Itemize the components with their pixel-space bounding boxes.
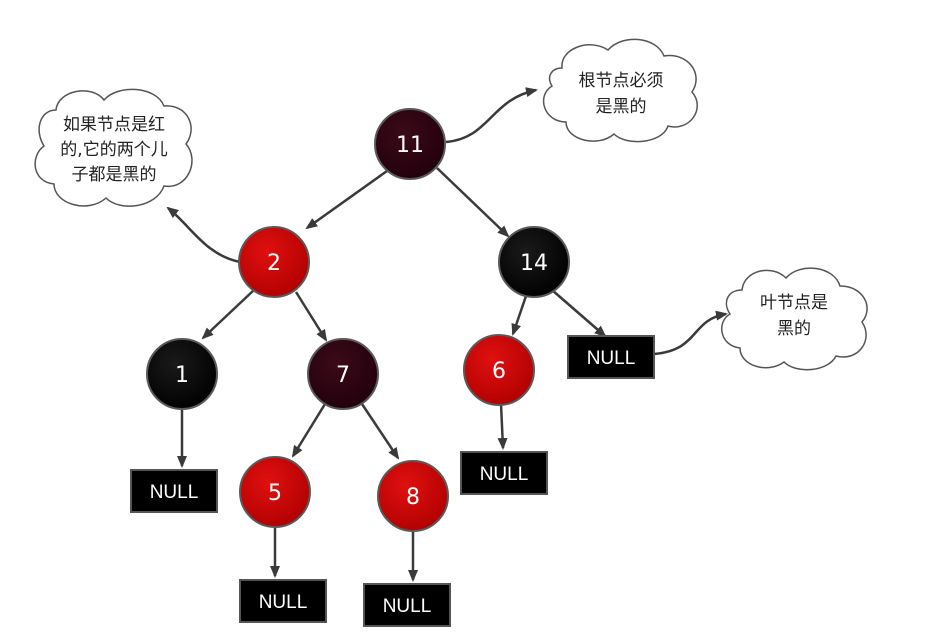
curve-leaf-cloud [653, 310, 728, 356]
node-14-label: 14 [520, 251, 548, 276]
node-1: 1 [146, 338, 218, 410]
null-box-under-6: NULL [460, 451, 548, 495]
cloud-leaf-rule: 叶节点是 黑的 [720, 267, 868, 371]
node-6: 6 [463, 334, 535, 406]
cloud-shape [720, 267, 868, 371]
node-1-label: 1 [175, 363, 189, 388]
cloud-shape [34, 88, 193, 207]
node-5: 5 [239, 456, 311, 528]
null-box-under-1: NULL [130, 469, 218, 513]
edge-7-8 [360, 403, 400, 460]
null-leaves: NULL NULL NULL NULL NULL [130, 335, 655, 627]
node-8: 8 [377, 460, 449, 532]
node-2-label: 2 [267, 251, 281, 276]
node-7-label: 7 [336, 363, 350, 388]
null-box-under-8: NULL [363, 583, 451, 627]
tree-nodes: 11 2 14 1 7 6 5 8 [146, 108, 570, 532]
null-label: NULL [259, 592, 308, 613]
cloud-root-rule: 根节点必须 是黑的 [542, 38, 698, 143]
node-11: 11 [374, 108, 446, 180]
cloud-root-line-2: 是黑的 [596, 97, 647, 117]
annotation-curves [166, 87, 728, 356]
cloud-shape [542, 38, 698, 143]
tree-edges [177, 167, 607, 582]
curve-root-cloud [445, 87, 538, 144]
node-11-label: 11 [396, 133, 424, 158]
edge-11-2 [305, 169, 388, 230]
cloud-leaf-line-1: 叶节点是 [760, 293, 828, 313]
cloud-root-line-1: 根节点必须 [579, 71, 664, 91]
cloud-red-line-1: 如果节点是红 [63, 115, 165, 135]
curve-red-cloud [166, 206, 241, 264]
edge-2-1 [201, 289, 255, 340]
null-label: NULL [150, 482, 199, 503]
null-box-under-14: NULL [567, 335, 655, 379]
cloud-red-line-3: 子都是黑的 [72, 165, 157, 185]
edge-14-null [551, 289, 607, 338]
null-label: NULL [383, 596, 432, 617]
node-8-label: 8 [406, 485, 420, 510]
edge-6-null [497, 403, 508, 450]
node-5-label: 5 [268, 481, 282, 506]
cloud-red-line-2: 的,它的两个儿 [60, 140, 167, 160]
cloud-red-rule: 如果节点是红 的,它的两个儿 子都是黑的 [34, 88, 193, 207]
node-7: 7 [307, 338, 379, 410]
edge-2-7 [294, 291, 328, 342]
edge-14-6 [511, 295, 528, 336]
node-14: 14 [498, 226, 570, 298]
null-box-under-5: NULL [239, 579, 327, 623]
node-2: 2 [238, 226, 310, 298]
edge-11-14 [436, 167, 510, 238]
null-label: NULL [587, 348, 636, 369]
null-label: NULL [480, 464, 529, 485]
edge-7-5 [291, 403, 327, 458]
node-6-label: 6 [492, 359, 506, 384]
cloud-leaf-line-2: 黑的 [777, 319, 811, 339]
